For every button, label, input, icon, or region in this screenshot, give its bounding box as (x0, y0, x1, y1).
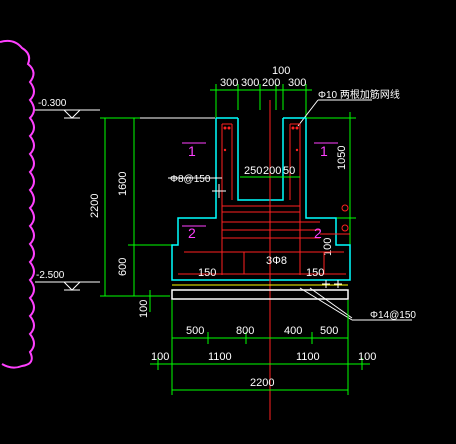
dim-top-300c: 300 (288, 77, 306, 89)
top-dimension-lines (210, 84, 312, 118)
section-mark-1-right: 1 (320, 143, 328, 159)
dim-bot-800: 800 (236, 325, 254, 337)
section-mark-2-right: 2 (314, 225, 322, 241)
dim-150-left: 150 (198, 267, 216, 279)
dim-100-right: 100 (322, 238, 334, 256)
dim-inner-50: 50 (283, 165, 295, 177)
section-mark-2-left: 2 (188, 225, 196, 241)
note-top-rebar: Φ10 两根加筋网线 (318, 88, 400, 101)
dim-bot-1100a: 1100 (208, 351, 232, 363)
bottom-cross-marks (322, 280, 342, 288)
dim-150-right: 150 (306, 267, 324, 279)
base-slab (171, 289, 349, 300)
dim-1050: 1050 (336, 146, 348, 170)
dim-top-200: 200 (262, 77, 280, 89)
dim-bot-500b: 500 (320, 325, 338, 337)
dim-100-left: 100 (138, 300, 150, 318)
dim-bot-2200: 2200 (250, 377, 274, 389)
dim-bot-100a: 100 (151, 351, 169, 363)
elevation-marker-bottom: -2.500 (35, 270, 100, 291)
dim-600: 600 (117, 258, 129, 276)
left-dimension-lines (100, 117, 178, 312)
dim-2200-vertical: 2200 (89, 194, 101, 218)
rebar-dots (223, 126, 299, 152)
dim-top-100: 100 (272, 65, 290, 77)
rebar-lines (178, 100, 346, 420)
dim-inner-200: 200 (263, 165, 281, 177)
wall-outline (171, 117, 351, 281)
section-mark-1-left: 1 (188, 143, 196, 159)
elevation-bottom-label: -2.500 (36, 270, 65, 281)
right-markers (320, 204, 350, 235)
elevation-top-label: -0.300 (38, 98, 67, 109)
bottom-dimension-lines (150, 300, 370, 395)
dim-bot-1100b: 1100 (296, 351, 320, 363)
label-bottom-rebar: Φ14@150 (370, 310, 416, 321)
dim-bot-400: 400 (284, 325, 302, 337)
dim-bot-500a: 500 (186, 325, 204, 337)
label-stirrup: Φ8@150 (170, 174, 211, 185)
dim-top-300a: 300 (220, 77, 238, 89)
dim-inner-250: 250 (244, 165, 262, 177)
dim-top-300b: 300 (241, 77, 259, 89)
revision-cloud (0, 39, 35, 369)
elevation-marker-top: -0.300 (35, 98, 215, 119)
dim-1600: 1600 (117, 172, 129, 196)
dim-bot-100b: 100 (358, 351, 376, 363)
label-3phi8: 3Φ8 (266, 255, 287, 267)
